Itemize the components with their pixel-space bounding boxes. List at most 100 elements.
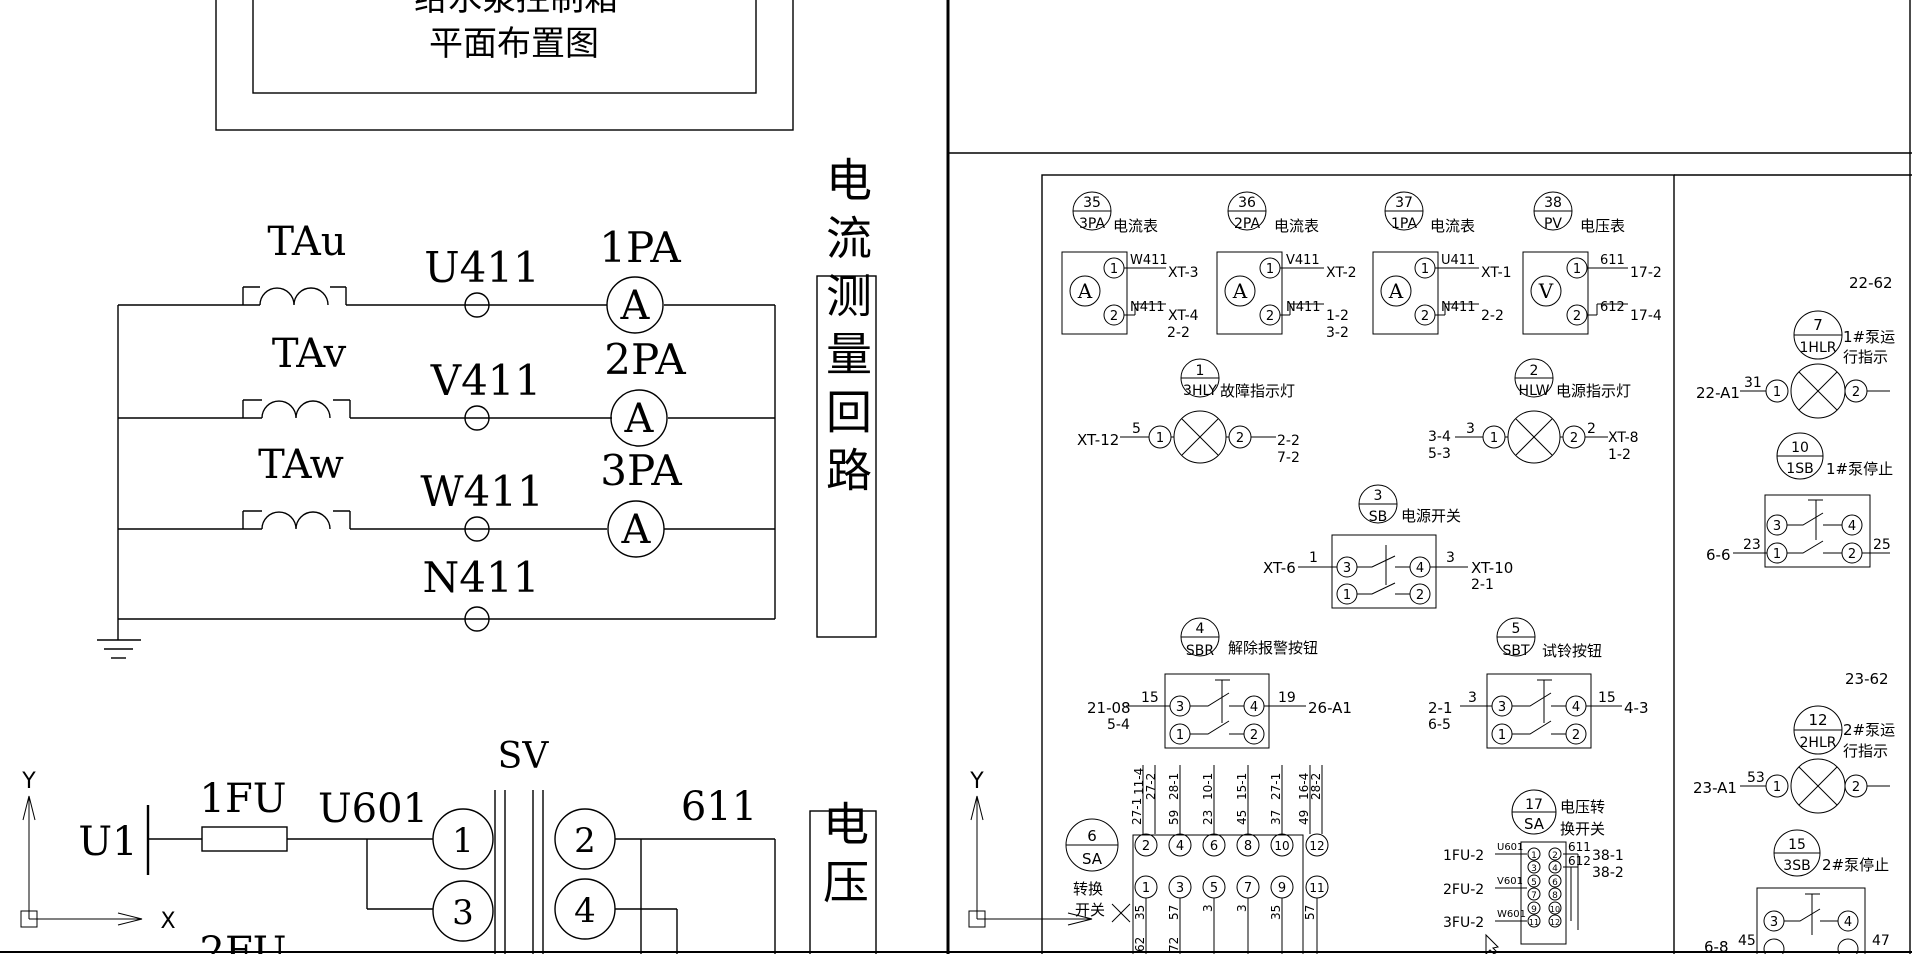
rc-lamp2-lw: 53	[1747, 770, 1765, 786]
meter-37-e1: XT-1	[1481, 265, 1512, 281]
lamp-1-right2: 7-2	[1277, 450, 1300, 466]
meter-36-e3: 3-2	[1326, 325, 1349, 341]
rc-lamp1-pin1: 1	[1773, 385, 1781, 400]
meter-36-2pa	[1216, 191, 1324, 335]
sa-top-wire: 11-4	[1132, 768, 1146, 795]
button-5-sbt	[1460, 617, 1622, 749]
button-5-pin3: 3	[1498, 700, 1506, 715]
sa-top-pin-12: 12	[1309, 839, 1324, 853]
ucs-y-label-right: Y	[969, 769, 984, 794]
voltage-switch-wire-3: W601	[1497, 909, 1526, 920]
voltage-switch-pin: 11	[1529, 918, 1539, 927]
meter-37-1pa	[1372, 191, 1479, 335]
ucs-y-label-left: Y	[21, 769, 36, 794]
right-viewport[interactable]: 35 3PA 电流表 A 1 2 W411 N411 XT-3 XT-4 2-2…	[948, 0, 1912, 954]
sa-transfer-switch	[1065, 765, 1329, 954]
button-5-left1: 2-1	[1428, 699, 1453, 717]
rc-lamp2-name2: 行指示	[1843, 742, 1888, 760]
wire-label-u411: U411	[424, 243, 540, 292]
voltage-switch-pin: 1	[1531, 851, 1537, 861]
sa-bottom-wire: 35	[1133, 905, 1147, 920]
button-5-pin1: 1	[1498, 728, 1506, 743]
title-line1: 给水泵控制箱	[414, 0, 618, 19]
meter-37-pin2: 2	[1421, 309, 1429, 324]
voltage-circuit	[146, 790, 776, 954]
rc-lamp2-pin1: 1	[1773, 780, 1781, 795]
lamp-2-right2: 1-2	[1608, 447, 1631, 463]
rc-btn2-pin3: 3	[1770, 915, 1778, 930]
sa-top-pin-2: 2	[1142, 839, 1150, 854]
button-5-right: 4-3	[1624, 699, 1649, 717]
voltage-label-1fu: 1FU	[200, 776, 287, 822]
rc-lamp1-pin2: 2	[1852, 385, 1860, 400]
rc-top-label: 22-62	[1849, 274, 1893, 292]
voltage-switch-pin: 10	[1550, 905, 1560, 914]
rc-btn2-pin4: 4	[1844, 915, 1852, 930]
meter-38-pv	[1522, 191, 1628, 335]
meter-36-pin1: 1	[1266, 262, 1274, 277]
meter-35-symbol: A	[1077, 279, 1093, 303]
meter-35-code: 3PA	[1079, 216, 1105, 232]
lamp-2-right1: XT-8	[1608, 430, 1639, 446]
sa-top-wire: 59	[1167, 810, 1181, 825]
lamp-1-pin1: 1	[1156, 431, 1164, 446]
sa-top-wire: 37	[1269, 810, 1283, 825]
meter-37-num: 37	[1395, 195, 1413, 211]
meter-label-2pa: 2PA	[604, 335, 686, 384]
ammeter-symbol-1: A	[620, 283, 651, 329]
rc-lamp1-name2: 行指示	[1843, 348, 1888, 366]
meter-35-pin1: 1	[1110, 262, 1118, 277]
meter-35-3pa	[1061, 191, 1166, 335]
wire-label-n411: N411	[423, 553, 540, 602]
voltage-switch-wire-2: V601	[1497, 876, 1523, 887]
rc-lamp2-name1: 2#泵运	[1843, 721, 1895, 739]
panel-layout-frame	[1041, 174, 1675, 954]
sa-top-wire: 45	[1235, 810, 1249, 825]
button-4-pin4: 4	[1250, 700, 1258, 715]
ucs-icon-left	[20, 795, 143, 928]
voltage-switch-pin: 4	[1552, 864, 1558, 874]
rc-btn2-left: 6-8	[1704, 938, 1729, 954]
current-section-title-box	[816, 275, 877, 638]
voltage-switch-rext-1: 38-1	[1592, 848, 1624, 864]
meter-36-w2: N411	[1286, 300, 1321, 315]
rc-lamp2-num: 12	[1808, 711, 1827, 729]
ct-label-v: TAv	[272, 331, 347, 377]
sa-bottom-wire: 62	[1133, 937, 1147, 952]
rc-btn2-lw: 45	[1738, 933, 1756, 949]
button-4-num: 4	[1196, 621, 1205, 637]
button-4-name: 解除报警按钮	[1228, 639, 1318, 657]
sa-top-wire-labels: 27-1 11-4 27-2 59 28-1 23 10-1 45 15-1 3…	[1130, 768, 1323, 825]
meter-38-pin1: 1	[1573, 262, 1581, 277]
left-viewport[interactable]: 给水泵控制箱 平面布置图	[20, 0, 877, 954]
meter-36-code: 2PA	[1234, 216, 1260, 232]
power-switch-right2: 2-1	[1471, 577, 1494, 593]
sa-bottom-wire-labels: 35 57 3 3 35 57 62 72	[1133, 904, 1317, 952]
power-switch-pin3: 3	[1343, 561, 1351, 576]
rc-btn1-pin3: 3	[1773, 519, 1781, 534]
voltage-switch-pins	[1527, 847, 1562, 928]
voltage-label-u601: U601	[318, 786, 428, 832]
title-frame-outer	[215, 0, 794, 131]
lamp-2-rw: 2	[1587, 421, 1596, 437]
button-5-pin4: 4	[1572, 700, 1580, 715]
rc-mid-label: 23-62	[1845, 670, 1889, 688]
voltage-switch-rwire-2: 612	[1568, 854, 1591, 868]
ct-label-w: TAw	[258, 442, 344, 488]
switch-pin-4: 4	[574, 891, 596, 931]
meter-35-num: 35	[1083, 195, 1101, 211]
meter-36-e2: 1-2	[1326, 308, 1349, 324]
current-measurement-circuit	[97, 276, 776, 659]
voltage-switch-code: SA	[1524, 815, 1545, 833]
voltage-switch-pin: 8	[1552, 891, 1558, 901]
button-4-pin3: 3	[1176, 700, 1184, 715]
sa-top-wire: 28-2	[1309, 773, 1323, 800]
lamp-2-lw: 3	[1466, 421, 1475, 437]
meter-35-name: 电流表	[1113, 217, 1158, 235]
power-switch-right1: XT-10	[1471, 559, 1513, 577]
sa-top-wire: 49	[1297, 810, 1311, 825]
button-4-lw: 15	[1141, 690, 1159, 706]
lamp-2-hlw	[1455, 358, 1608, 464]
sa-bottom-wire: 57	[1167, 905, 1181, 920]
